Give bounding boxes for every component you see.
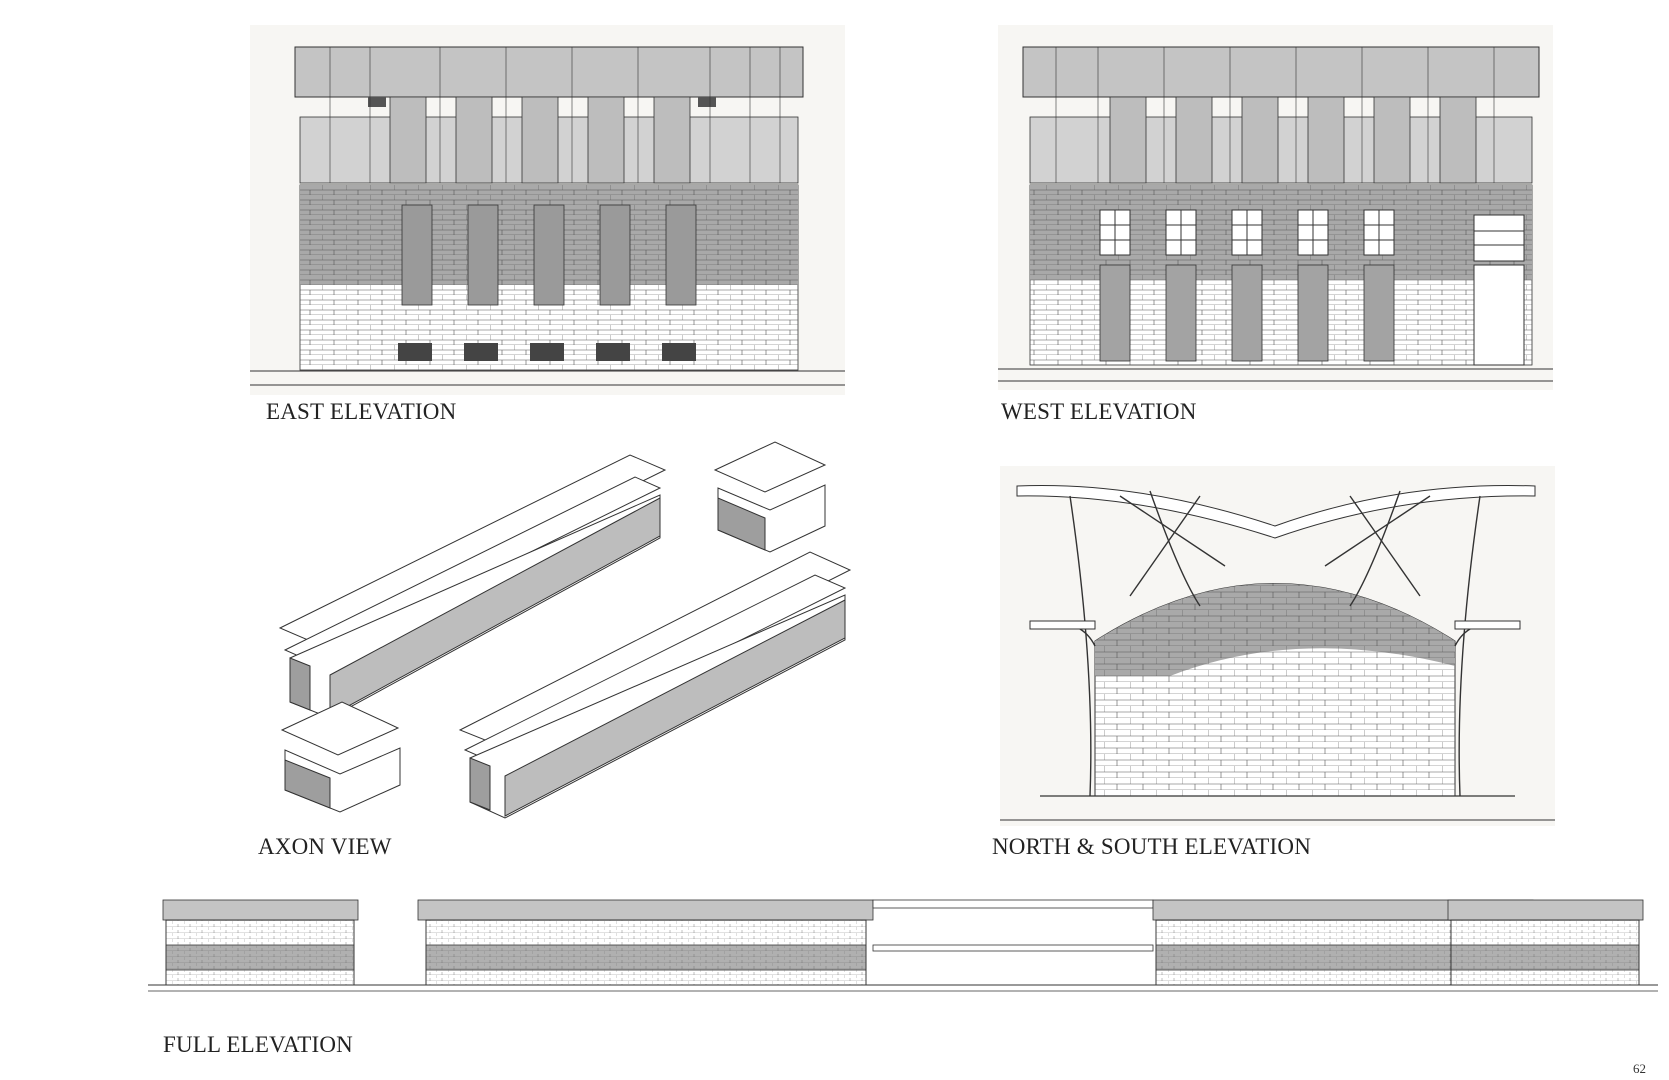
page-number: 62 [1633,1061,1646,1076]
axon-view-label: AXON VIEW [258,834,392,859]
axon-view-drawing [270,440,860,830]
east-elevation-label: EAST ELEVATION [266,399,457,424]
north-south-elevation-drawing [1000,466,1555,826]
east-elevation-drawing [250,25,845,395]
north-south-elevation-label: NORTH & SOUTH ELEVATION [992,834,1312,859]
west-elevation-label: WEST ELEVATION [1001,399,1197,424]
full-elevation-drawing [148,885,1658,1025]
west-elevation-drawing [998,25,1553,390]
full-elevation-label: FULL ELEVATION [163,1032,353,1057]
